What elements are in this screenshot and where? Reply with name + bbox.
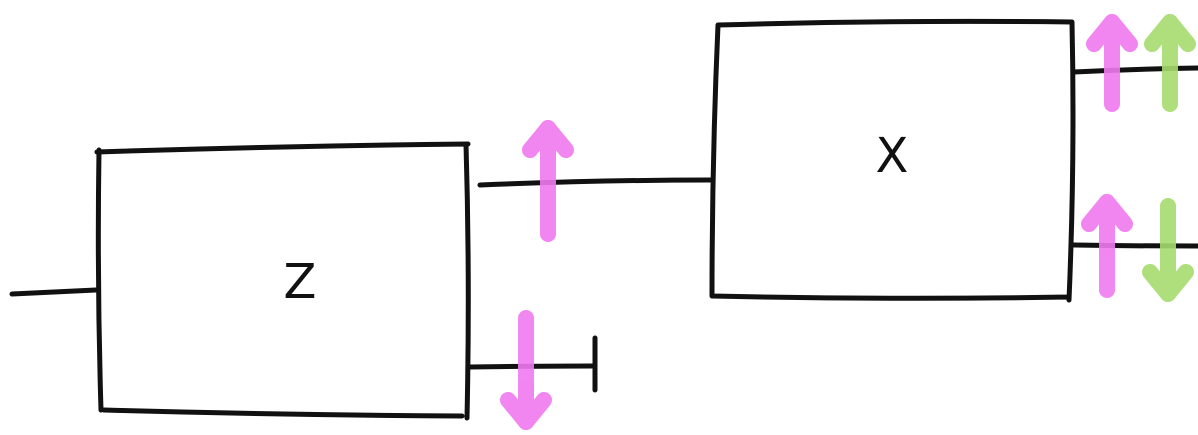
x-block-label: X	[876, 128, 909, 184]
x-bottom-output-1-arrow	[1081, 194, 1133, 298]
z-terminated-output-wire	[467, 363, 595, 370]
x-top-output-2-arrow	[1144, 14, 1196, 112]
arrow-head	[1081, 194, 1133, 232]
arrow-head	[500, 392, 552, 430]
z-block: Z	[94, 141, 471, 421]
x-top-output-wire	[1071, 65, 1198, 75]
x-bottom-output-wire	[1071, 242, 1198, 249]
arrow-head	[1144, 14, 1196, 52]
x-block-outline	[709, 18, 1076, 303]
direction-arrows	[500, 14, 1196, 430]
z-block-outline	[94, 141, 471, 421]
z-terminated-output-arrow	[500, 310, 552, 430]
z-to-x-wire-arrow	[522, 120, 574, 242]
x-bottom-output-2-arrow	[1142, 198, 1194, 302]
z-block-label: Z	[284, 254, 317, 310]
z-input-wire	[9, 287, 99, 297]
x-top-output-1-arrow	[1086, 14, 1138, 112]
arrow-head	[1086, 14, 1138, 52]
x-block: X	[709, 18, 1076, 303]
z-to-x-wire	[477, 177, 713, 188]
wires	[9, 65, 1198, 393]
arrow-head	[522, 120, 574, 158]
arrow-head	[1142, 264, 1194, 302]
